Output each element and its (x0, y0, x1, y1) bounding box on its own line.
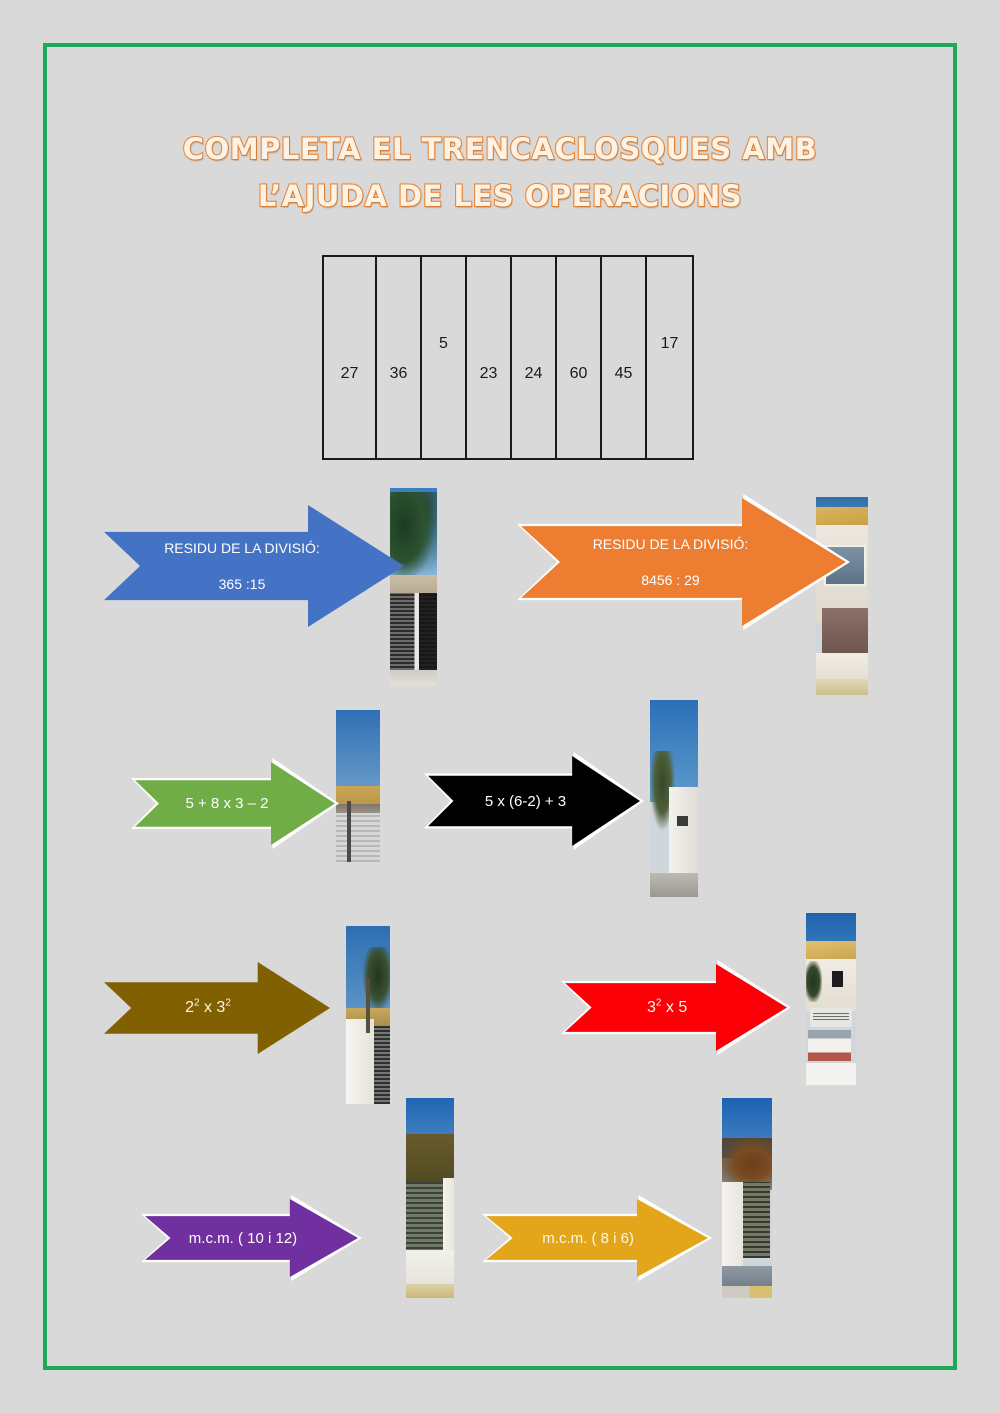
photo-ground (650, 873, 698, 897)
puzzle-cell-3[interactable]: 5 (422, 257, 467, 458)
photo-gate-tree (390, 488, 437, 686)
arrow-residu-365-15-label: RESIDU DE LA DIVISIÓ: 365 :15 (149, 540, 335, 592)
photo-gate (743, 1182, 770, 1258)
photo-plaque (676, 816, 689, 827)
photo-pole (366, 979, 371, 1033)
photo-white-pillar (650, 700, 698, 897)
puzzle-cell-2[interactable]: 36 (377, 257, 422, 458)
arrow-3sq-x-5-label: 32 x 5 (598, 997, 736, 1017)
photo-autumn-tree (722, 1138, 772, 1190)
arrow-residu-8456-29-line-1: RESIDU DE LA DIVISIÓ: (592, 536, 749, 552)
puzzle-cell-7[interactable]: 45 (602, 257, 647, 458)
photo-window-dark (832, 971, 843, 987)
photo-tree (806, 961, 822, 1003)
arrow-residu-8456-29-line-2: 8456 : 29 (641, 572, 700, 588)
arrow-suma-5-8x3-2-label: 5 + 8 x 3 – 2 (165, 795, 289, 812)
arrow-3sq-x-5-line-1: 32 x 5 (647, 997, 688, 1016)
photo-wall (390, 575, 437, 599)
arrow-mcm-10-12-label: m.c.m. ( 10 i 12) (177, 1230, 309, 1247)
arrow-residu-365-15-line-2: 365 :15 (218, 576, 266, 592)
puzzle-cell-5[interactable]: 24 (512, 257, 557, 458)
page-title-line-2: L’AJUDA DE LES OPERACIONS (257, 178, 743, 214)
puzzle-cell-value: 24 (524, 365, 543, 382)
photo-base (816, 653, 868, 682)
number-strip-puzzle: 27 36 5 23 24 60 45 17 (322, 255, 694, 460)
arrow-2sq-x-3sq-label: 22 x 32 (138, 997, 278, 1017)
photo-post (347, 801, 352, 862)
photo-hedge (406, 1134, 454, 1186)
photo-tree (390, 491, 437, 587)
photo-sky (336, 710, 380, 794)
photo-wall (443, 1178, 454, 1274)
photo-curb (816, 679, 868, 695)
photo-base (406, 1250, 454, 1286)
photo-sign-text (813, 1011, 849, 1020)
page-title: COMPLETA EL TRENCACLOSQUES AMB L’AJUDA D… (150, 126, 850, 220)
photo-lower-band (822, 607, 868, 656)
photo-hedge-fence (406, 1098, 454, 1298)
arrow-mcm-8-6-line-1: m.c.m. ( 8 i 6) (542, 1229, 634, 1247)
photo-gate-autumn (722, 1098, 772, 1298)
arrow-5x6-2-plus3-line-1: 5 x (6-2) + 3 (484, 792, 567, 810)
page-border (43, 43, 957, 1370)
photo-ground (390, 670, 437, 686)
puzzle-cell-value: 17 (660, 335, 679, 352)
puzzle-cell-value: 60 (569, 365, 588, 382)
photo-curb (722, 1286, 772, 1298)
puzzle-cell-value: 23 (479, 365, 498, 382)
puzzle-cell-value: 45 (614, 365, 633, 382)
photo-sign-body (808, 1029, 851, 1061)
page-title-line-1: COMPLETA EL TRENCACLOSQUES AMB (182, 131, 818, 167)
photo-pillar (346, 1018, 375, 1104)
photo-wall (722, 1182, 743, 1274)
arrow-2sq-x-3sq-line-1: 22 x 32 (185, 997, 231, 1016)
photo-fence (336, 813, 380, 862)
arrow-suma-5-8x3-2-line-1: 5 + 8 x 3 – 2 (185, 795, 269, 812)
photo-eaves (336, 804, 380, 817)
arrow-residu-8456-29-label: RESIDU DE LA DIVISIÓ: 8456 : 29 (570, 536, 772, 588)
arrow-5x6-2-plus3-label: 5 x (6-2) + 3 (460, 793, 591, 810)
arrow-mcm-8-6-label: m.c.m. ( 8 i 6) (519, 1230, 657, 1247)
puzzle-cell-value: 36 (389, 365, 408, 382)
photo-base (806, 1062, 856, 1085)
photo-building-windows (816, 497, 868, 695)
puzzle-cell-4[interactable]: 23 (467, 257, 512, 458)
puzzle-cell-1[interactable]: 27 (324, 257, 377, 458)
puzzle-cell-value: 27 (340, 365, 359, 382)
photo-roof (816, 506, 868, 531)
puzzle-cell-6[interactable]: 60 (557, 257, 602, 458)
photo-roof-fence (336, 710, 380, 862)
arrow-residu-365-15-line-1: RESIDU DE LA DIVISIÓ: (164, 540, 320, 556)
photo-fence (374, 1025, 390, 1104)
photo-pillar-pole (346, 926, 390, 1104)
puzzle-cell-8[interactable]: 17 (647, 257, 692, 458)
photo-fence (406, 1182, 444, 1254)
photo-wall-sign (806, 913, 856, 1085)
puzzle-cell-value: 5 (439, 335, 448, 352)
photo-gate-post (390, 592, 437, 677)
arrow-mcm-10-12-line-1: m.c.m. ( 10 i 12) (188, 1229, 298, 1247)
photo-curb (406, 1284, 454, 1298)
